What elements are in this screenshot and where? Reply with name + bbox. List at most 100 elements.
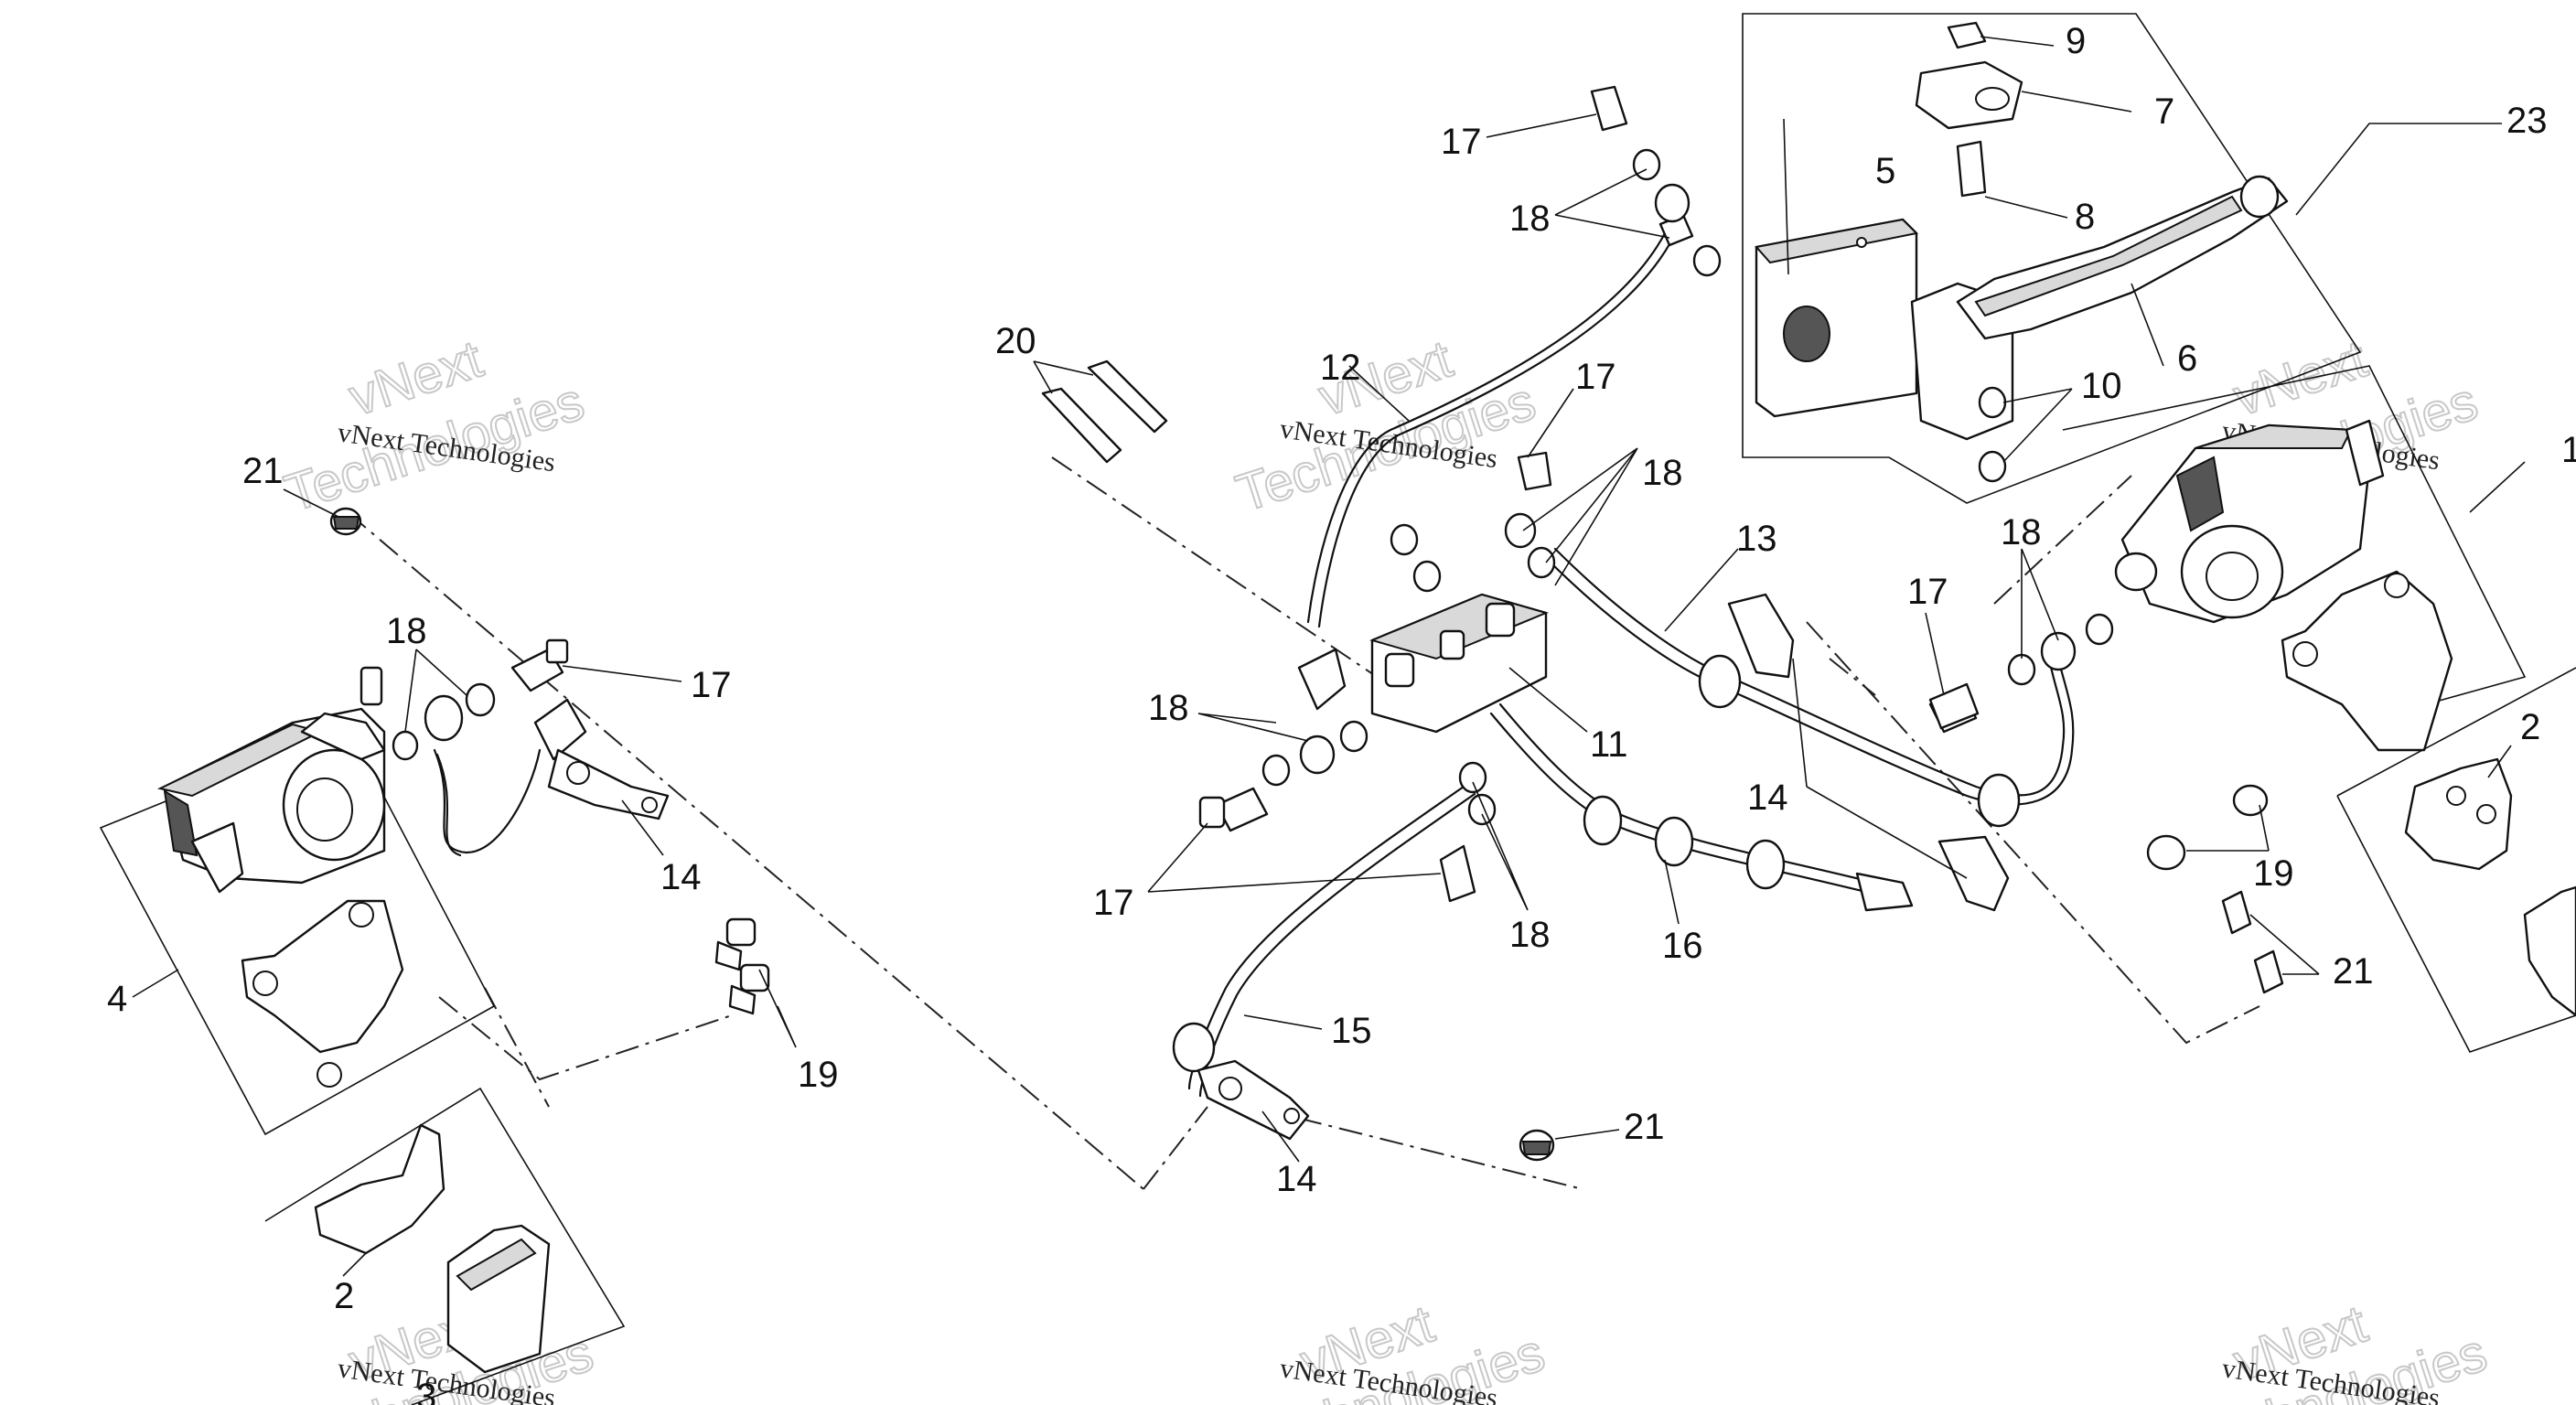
leader-19-left bbox=[758, 969, 797, 1048]
hose-grommet bbox=[1172, 1022, 1216, 1073]
brake-hose-12 bbox=[1297, 213, 1694, 711]
caliper-pin bbox=[2345, 419, 2385, 487]
leader-21-right bbox=[2249, 914, 2320, 975]
leader-21-left bbox=[283, 488, 339, 518]
leader-17-left-center bbox=[1147, 822, 1442, 893]
washer bbox=[2040, 631, 2077, 671]
caliper-top-face bbox=[2195, 424, 2353, 449]
guide-line-hose bbox=[1829, 658, 1876, 696]
leader-9 bbox=[1980, 36, 2055, 47]
pivot-nut-10 bbox=[1978, 386, 2007, 419]
leader-14-lower bbox=[1261, 1110, 1300, 1163]
reservoir-lid bbox=[1755, 218, 1919, 264]
washer bbox=[1458, 761, 1487, 794]
brake-pad-shim bbox=[2404, 757, 2513, 871]
watermark-top-left: vNext Technologies vNext Technologies bbox=[277, 328, 592, 525]
banjo-bolt-top bbox=[1590, 85, 1628, 132]
callout-12: 12 bbox=[1320, 348, 1361, 388]
hose-grommet bbox=[1977, 773, 2021, 828]
leader-19-right bbox=[2186, 804, 2270, 852]
hose-line bbox=[1187, 785, 1465, 1090]
bracket-hole bbox=[349, 902, 374, 928]
caliper-slots bbox=[163, 789, 199, 857]
left-brake-pads bbox=[314, 1123, 551, 1374]
clamp-hole bbox=[1975, 87, 2010, 111]
group-outline-23 bbox=[1742, 13, 2362, 504]
banjo-fitting bbox=[424, 694, 464, 742]
callout-19: 19 bbox=[2253, 853, 2294, 894]
long-bolt bbox=[1041, 387, 1122, 464]
clamp-hole bbox=[1283, 1108, 1300, 1124]
washer bbox=[1412, 560, 1442, 593]
banjo-bolt-lower bbox=[1439, 844, 1476, 903]
nut-face bbox=[1521, 1141, 1552, 1155]
master-cylinder-reservoir-5 bbox=[1755, 218, 1919, 418]
left-banjo-bolt-and-washers bbox=[392, 638, 569, 761]
callout-14: 14 bbox=[1276, 1159, 1317, 1199]
nut-face bbox=[332, 516, 360, 530]
callout-8: 8 bbox=[2075, 197, 2095, 237]
callout-1: 1 bbox=[2561, 430, 2576, 470]
leader-17-upper bbox=[1527, 388, 1574, 458]
callout-17: 17 bbox=[1441, 122, 1482, 162]
bolt-shank bbox=[728, 984, 757, 1015]
callout-3: 3 bbox=[416, 1377, 436, 1405]
callout-17: 17 bbox=[691, 665, 732, 705]
clamp-hole bbox=[1218, 1077, 1242, 1100]
bolt bbox=[2253, 949, 2284, 994]
callout-13: 13 bbox=[1736, 519, 1777, 559]
banjo-bolt-left bbox=[1215, 787, 1269, 832]
banjo-bolt-head bbox=[1198, 796, 1226, 829]
lever-highlight bbox=[1974, 195, 2243, 317]
hose-clamp-lower bbox=[1937, 835, 2010, 912]
leader-10 bbox=[2002, 388, 2073, 463]
caliper-piston bbox=[2206, 552, 2259, 601]
hose-line bbox=[1306, 231, 1667, 624]
callout-14: 14 bbox=[660, 857, 702, 897]
group-outline-1 bbox=[2062, 365, 2527, 724]
leader-6 bbox=[2131, 283, 2164, 367]
washer bbox=[1299, 735, 1336, 775]
bolt bbox=[2221, 890, 2252, 935]
brake-hose-15 bbox=[1172, 785, 1476, 1141]
callout-17: 17 bbox=[1907, 572, 1948, 612]
bracket-plate bbox=[2281, 570, 2453, 752]
caliper-fins bbox=[2175, 456, 2225, 532]
hose-fitting bbox=[533, 698, 587, 761]
master-cylinder-clamp-7 bbox=[1915, 21, 2023, 198]
leader-18-left bbox=[404, 649, 467, 733]
leader-16 bbox=[1664, 859, 1680, 925]
leader-21-center bbox=[1554, 1129, 1620, 1140]
brake-lever-6 bbox=[1956, 175, 2289, 340]
hose-grommet bbox=[1698, 654, 1742, 709]
banjo-bolt-head bbox=[545, 638, 569, 664]
washer bbox=[1504, 512, 1537, 549]
callout-16: 16 bbox=[1662, 926, 1703, 966]
leader-8 bbox=[1984, 196, 2068, 219]
callout-17: 17 bbox=[1093, 883, 1134, 923]
clamp-hole bbox=[641, 797, 658, 813]
pivot-nut-10 bbox=[1978, 450, 2007, 483]
callout-7: 7 bbox=[2154, 91, 2174, 132]
callout-18: 18 bbox=[1148, 688, 1189, 728]
washer bbox=[1692, 244, 1722, 277]
caliper-jaw bbox=[190, 821, 244, 894]
leader-15 bbox=[1243, 1014, 1323, 1030]
callout-19: 19 bbox=[798, 1055, 839, 1095]
brake-pad bbox=[446, 1224, 551, 1374]
hose-line bbox=[433, 748, 542, 853]
hose-end-fitting bbox=[1855, 872, 1914, 912]
sealing-washer-18 bbox=[465, 682, 496, 717]
bracket-hole bbox=[2292, 641, 2318, 667]
right-brake-pads bbox=[2404, 757, 2576, 1017]
hose-line-second bbox=[435, 753, 462, 857]
leader-11 bbox=[1508, 667, 1588, 733]
guide-line-center bbox=[1051, 456, 1391, 687]
center-bolts-20 bbox=[1041, 359, 1168, 464]
hose-line-second bbox=[1498, 702, 1895, 889]
caliper-bleed-area bbox=[300, 712, 386, 761]
assembly-guide-lines bbox=[347, 456, 2260, 1190]
sealing-washer-18 bbox=[392, 730, 419, 761]
brake-pad-shim bbox=[314, 1123, 445, 1255]
hose-clamp-upper bbox=[1727, 593, 1795, 679]
